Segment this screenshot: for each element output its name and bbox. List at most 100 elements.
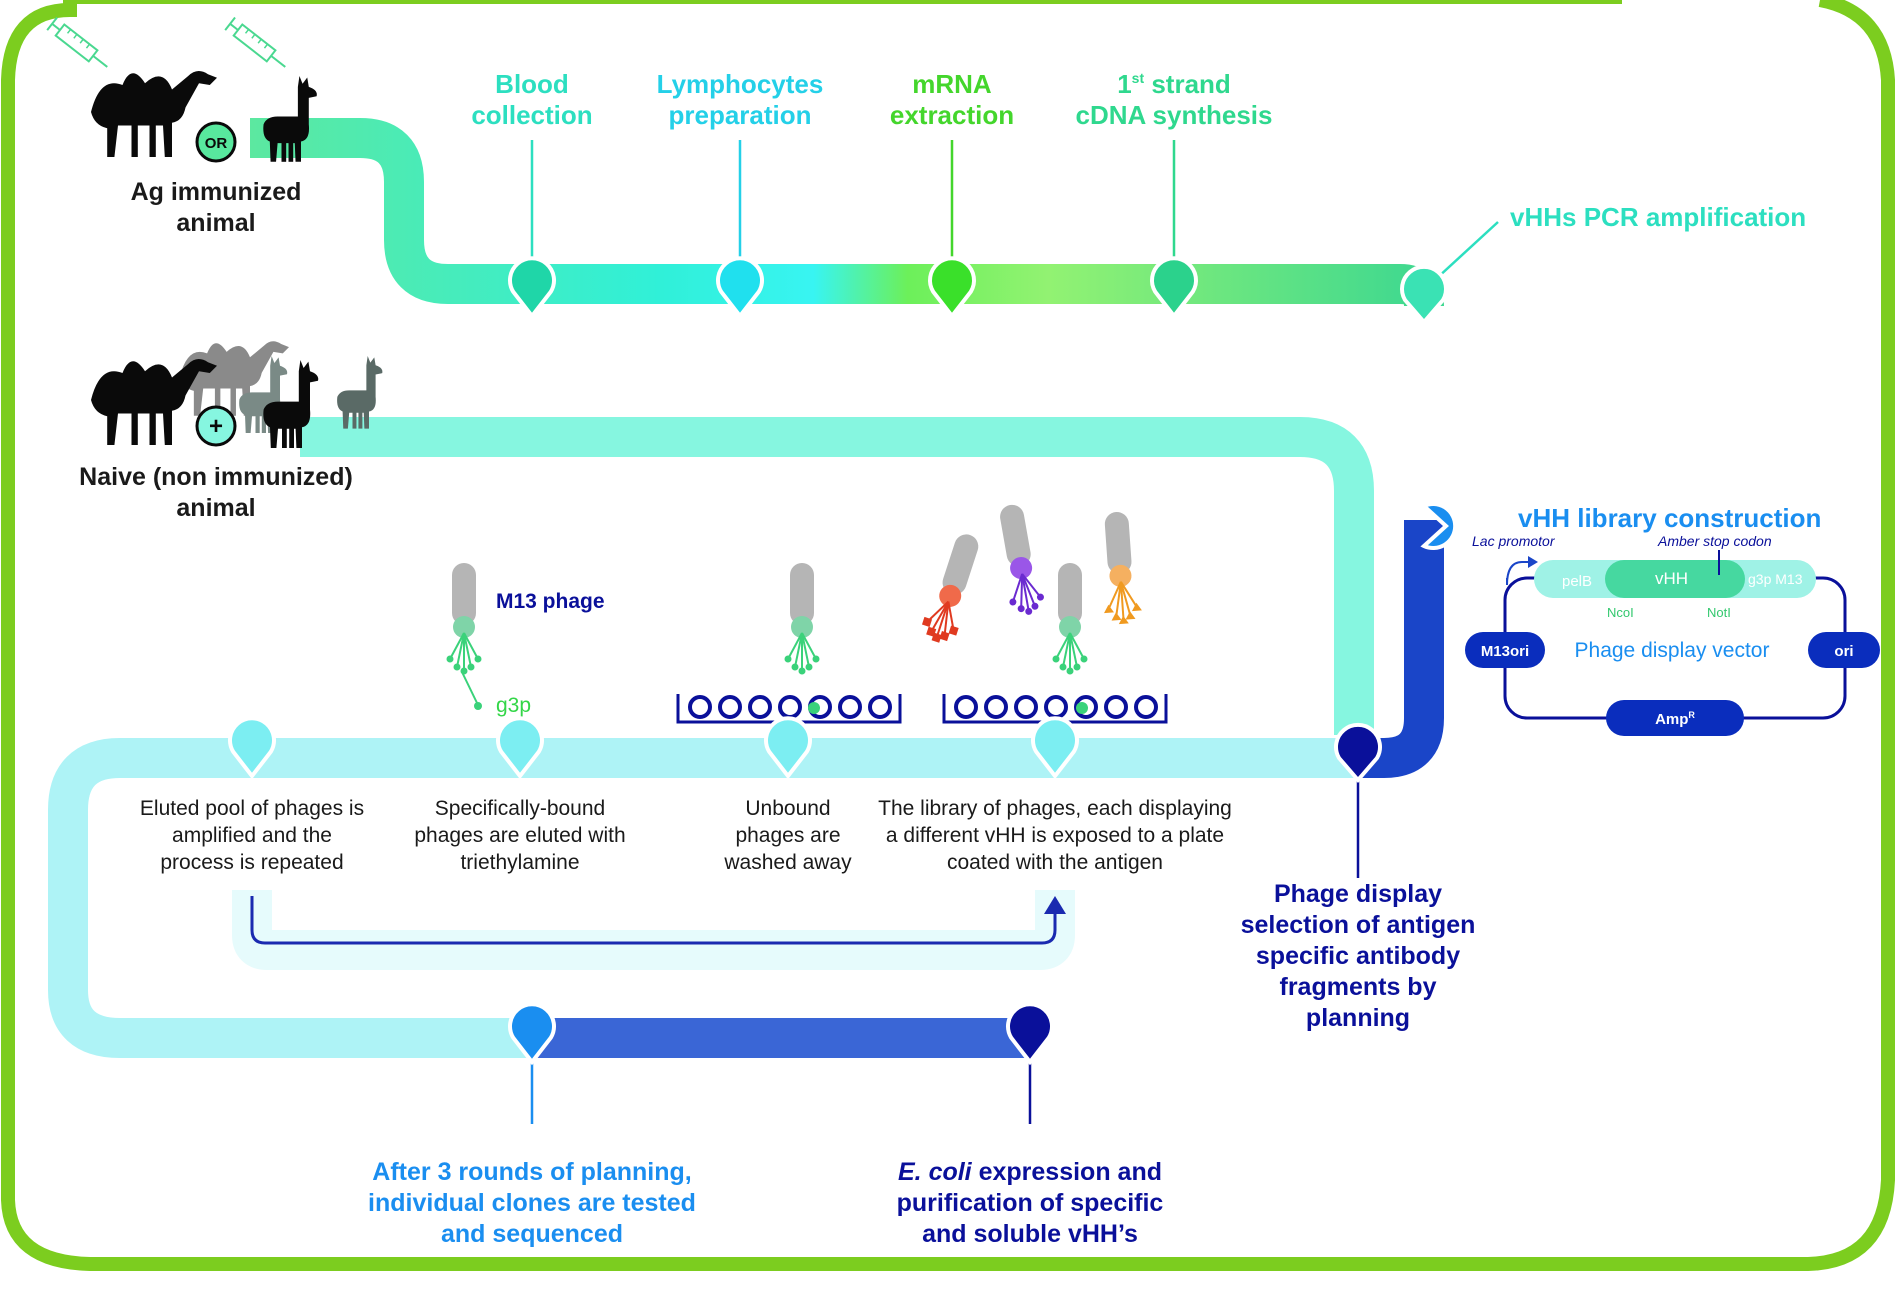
syringe-icon (224, 16, 286, 68)
bound-tip (808, 702, 820, 714)
antigen-well (1044, 695, 1068, 719)
phage-display-text: Phage display (1274, 880, 1442, 908)
antigen-well (1134, 695, 1158, 719)
antigen-well (1104, 695, 1128, 719)
antigen-well (1014, 695, 1038, 719)
final-step-node (508, 1002, 556, 1066)
final-step-text: and soluble vHH’s (922, 1220, 1138, 1248)
antigen-well (954, 695, 978, 719)
antigen-well (1074, 695, 1098, 719)
phage-icon (921, 534, 979, 643)
lac-arrow (1506, 561, 1530, 586)
phage-display-text: planning (1306, 1004, 1410, 1032)
top-step-label: cDNA synthesis (1076, 100, 1273, 130)
antigen-well (778, 695, 802, 719)
phage-display-node (1334, 722, 1382, 784)
antigen-well (984, 695, 1008, 719)
top-step-node (508, 256, 556, 320)
repeat-loop-arrow (250, 896, 1057, 945)
top-step-label: Lymphocytes (657, 69, 824, 99)
top-step-node (928, 256, 976, 320)
selection-steps: Eluted pool of phages is amplified and th… (140, 716, 1232, 874)
phage-icon (784, 563, 820, 675)
antigen-plate (676, 694, 902, 724)
top-step-label: mRNA (912, 69, 992, 99)
phage-display-text: specific antibody (1256, 942, 1460, 970)
top-step-label: extraction (890, 100, 1014, 130)
antigen-well (838, 695, 862, 719)
naive-label-line1: Naive (non immunized) (79, 463, 353, 491)
final-step-text: E. coli expression and (898, 1158, 1162, 1186)
phage-icon (1052, 563, 1088, 675)
g3p-pointer (461, 671, 479, 706)
selection-step-text: Eluted pool of phages is (140, 797, 364, 820)
top-step-node (1150, 256, 1198, 320)
selection-step-text: Unbound (745, 797, 830, 820)
selection-step-text: phages are eluted with (414, 824, 625, 847)
camel-icon (91, 71, 217, 157)
phage-display-text: selection of antigen (1241, 911, 1476, 939)
bound-tip (1076, 702, 1088, 714)
antigen-well (748, 695, 772, 719)
naive-label-line2: animal (176, 494, 255, 522)
final-step-text: After 3 rounds of planning, (372, 1158, 691, 1186)
immunized-label-line2: animal (176, 209, 255, 237)
animals (91, 71, 383, 448)
ori-label: ori (1834, 643, 1853, 660)
top-step-node (716, 256, 764, 320)
or-badge (195, 121, 237, 163)
antigen-well (688, 695, 712, 719)
phage-display-text: fragments by (1280, 973, 1437, 1001)
ori-node (1808, 632, 1880, 668)
site-noti: NotI (1707, 605, 1731, 620)
top-step-label: Blood (495, 69, 569, 99)
selection-step-text: phages are (735, 824, 840, 847)
top-step-label: 1st strand (1117, 69, 1231, 99)
selection-step-text: coated with the antigen (947, 851, 1163, 874)
final-steps: After 3 rounds of planning,individual cl… (368, 1002, 1163, 1248)
ampr-label: AmpR (1655, 710, 1695, 728)
selection-step-node (1031, 716, 1079, 780)
phage-icon (1000, 504, 1044, 615)
syringe-icon (46, 16, 108, 68)
llama-icon (337, 356, 383, 429)
antigen-well (868, 695, 892, 719)
antigen-well (718, 695, 742, 719)
camel-icon (179, 341, 289, 416)
selection-loop-pipe (48, 738, 1354, 1058)
naive-pipeline (300, 417, 1374, 735)
g3p-label: g3p (496, 694, 531, 717)
segment-vhh: vHH (1655, 569, 1688, 588)
top-step-label: collection (471, 100, 592, 130)
library-node (1420, 502, 1458, 550)
g3p-dot (474, 702, 482, 710)
top-step-label: preparation (668, 100, 811, 130)
vhh-segment (1605, 560, 1745, 598)
site-ncoi: NcoI (1607, 605, 1634, 620)
final-step-node (1006, 1002, 1054, 1066)
plus-badge (195, 405, 237, 447)
vector-title: Phage display vector (1575, 639, 1770, 662)
or-badge-label: OR (205, 135, 228, 152)
selection-step-text: washed away (723, 851, 852, 874)
lac-promotor-label: Lac promotor (1472, 533, 1556, 549)
library-label: vHH library construction (1518, 503, 1821, 533)
selection-step-text: amplified and the (172, 824, 332, 847)
phage-display-vector: pelB vHH g3p M13 NcoI NotI Amber stop co… (1465, 533, 1880, 736)
outer-frame (1, 0, 1895, 1271)
selection-step-text: The library of phages, each displaying (878, 797, 1232, 820)
llama-icon (263, 360, 319, 448)
final-step-text: and sequenced (441, 1220, 623, 1248)
m13ori-label: M13ori (1481, 643, 1529, 660)
segment-g3p: g3p M13 (1748, 571, 1803, 587)
m13ori-node (1465, 632, 1545, 668)
selection-step-text: process is repeated (160, 851, 343, 874)
llama-icon (263, 76, 317, 162)
segment-pelb: pelB (1562, 573, 1592, 590)
m13-phage-icon (446, 563, 482, 675)
selection-step-node (496, 716, 544, 780)
immunized-pipeline (250, 118, 1444, 308)
selection-step-text: Specifically-bound (435, 797, 605, 820)
